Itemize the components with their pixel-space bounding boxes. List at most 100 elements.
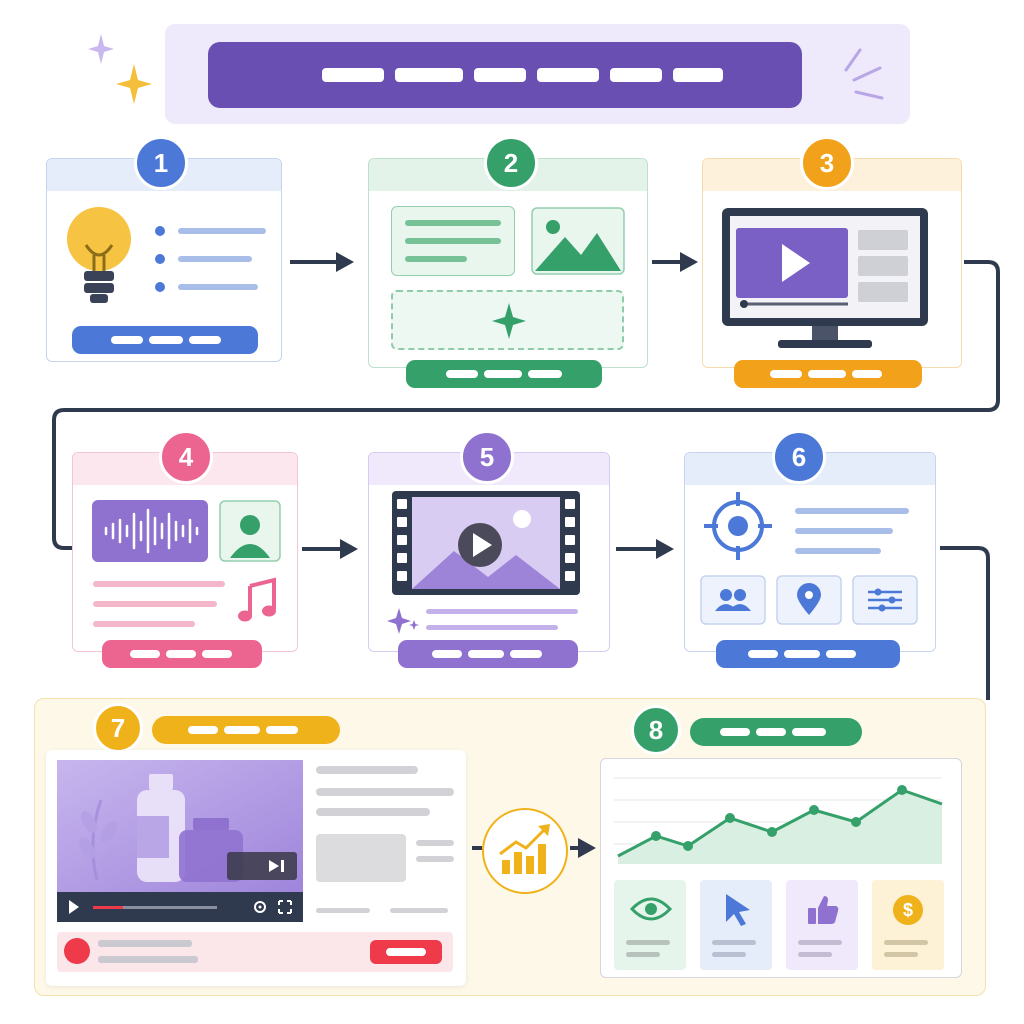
title-placeholder <box>673 68 723 82</box>
text-line <box>316 788 454 796</box>
text-line <box>98 956 198 963</box>
line-chart-icon <box>614 777 943 864</box>
text-line <box>798 952 832 957</box>
target-icon <box>704 492 772 560</box>
step-1-badge: 1 <box>134 136 188 190</box>
location-pin-icon <box>776 575 842 625</box>
label-placeholder <box>202 650 232 658</box>
audio-waveform-icon <box>92 500 208 562</box>
title-placeholder <box>537 68 599 82</box>
thumbs-up-icon <box>808 896 839 924</box>
text-line <box>884 940 928 945</box>
growth-chart-icon <box>482 808 568 894</box>
label-placeholder <box>149 336 183 344</box>
arrow-icon <box>652 252 698 272</box>
label-placeholder <box>468 650 504 658</box>
step-3-badge: 3 <box>800 136 854 190</box>
list-bullet <box>155 254 165 264</box>
label-placeholder <box>432 650 462 658</box>
text-line <box>405 238 501 244</box>
text-line <box>416 840 454 846</box>
arrow-icon <box>616 539 674 559</box>
users-icon <box>700 575 766 625</box>
label-placeholder <box>266 726 298 734</box>
label-placeholder <box>748 650 778 658</box>
text-line <box>712 952 746 957</box>
label-placeholder <box>446 370 478 378</box>
sparkle-icon <box>116 64 152 104</box>
list-item-line <box>178 228 266 234</box>
label-placeholder <box>756 728 786 736</box>
text-line <box>626 952 660 957</box>
text-line <box>426 609 578 614</box>
text-line <box>405 220 501 226</box>
label-placeholder <box>484 370 522 378</box>
step-5-badge: 5 <box>460 430 514 484</box>
title-placeholder <box>610 68 662 82</box>
sparkle-icon <box>492 303 526 339</box>
list-bullet <box>155 226 165 236</box>
image-icon <box>531 207 625 275</box>
record-icon <box>64 938 90 964</box>
text-line <box>390 908 448 913</box>
dollar-icon: $ <box>893 895 923 925</box>
list-bullet <box>155 282 165 292</box>
video-player[interactable] <box>57 760 303 922</box>
text-line <box>416 856 454 862</box>
text-line <box>884 952 918 957</box>
label-placeholder <box>528 370 562 378</box>
text-line <box>426 625 558 630</box>
user-avatar-icon <box>219 500 281 562</box>
label-placeholder <box>189 336 221 344</box>
label-placeholder <box>510 650 542 658</box>
arrow-icon <box>290 252 354 272</box>
title-placeholder <box>474 68 526 82</box>
step-4-badge: 4 <box>159 430 213 484</box>
label-placeholder <box>770 370 802 378</box>
text-line <box>795 528 893 534</box>
label-placeholder <box>386 948 426 956</box>
label-placeholder <box>826 650 856 658</box>
text-line <box>93 621 195 627</box>
title-placeholder <box>395 68 463 82</box>
text-line <box>626 940 670 945</box>
label-placeholder <box>792 728 826 736</box>
text-line <box>795 548 881 554</box>
text-line <box>405 256 467 262</box>
label-placeholder <box>852 370 882 378</box>
sliders-icon <box>852 575 918 625</box>
text-line <box>798 940 842 945</box>
sparkle-icon <box>387 608 419 634</box>
label-placeholder <box>130 650 160 658</box>
text-line <box>316 908 370 913</box>
label-placeholder <box>720 728 750 736</box>
label-placeholder <box>111 336 143 344</box>
step-2-badge: 2 <box>484 136 538 190</box>
arrow-icon <box>302 539 358 559</box>
text-line <box>93 601 217 607</box>
film-strip-icon <box>392 491 580 595</box>
step-7-badge: 7 <box>93 703 143 753</box>
list-item-line <box>178 284 258 290</box>
label-placeholder <box>808 370 846 378</box>
label-placeholder <box>784 650 820 658</box>
title-placeholder <box>322 68 384 82</box>
burst-icon <box>844 48 884 100</box>
text-line <box>98 940 192 947</box>
step-6-badge: 6 <box>772 430 826 484</box>
text-line <box>93 581 225 587</box>
label-placeholder <box>224 726 260 734</box>
music-note-icon <box>238 577 276 622</box>
text-line <box>316 808 430 816</box>
label-placeholder <box>188 726 218 734</box>
text-line <box>795 508 909 514</box>
step-8-badge: 8 <box>631 705 681 755</box>
connector-line <box>472 838 596 858</box>
eye-icon <box>629 897 673 921</box>
sparkle-icon <box>88 34 114 64</box>
lightbulb-icon <box>67 207 131 303</box>
label-placeholder <box>166 650 196 658</box>
monitor-icon <box>722 208 928 348</box>
